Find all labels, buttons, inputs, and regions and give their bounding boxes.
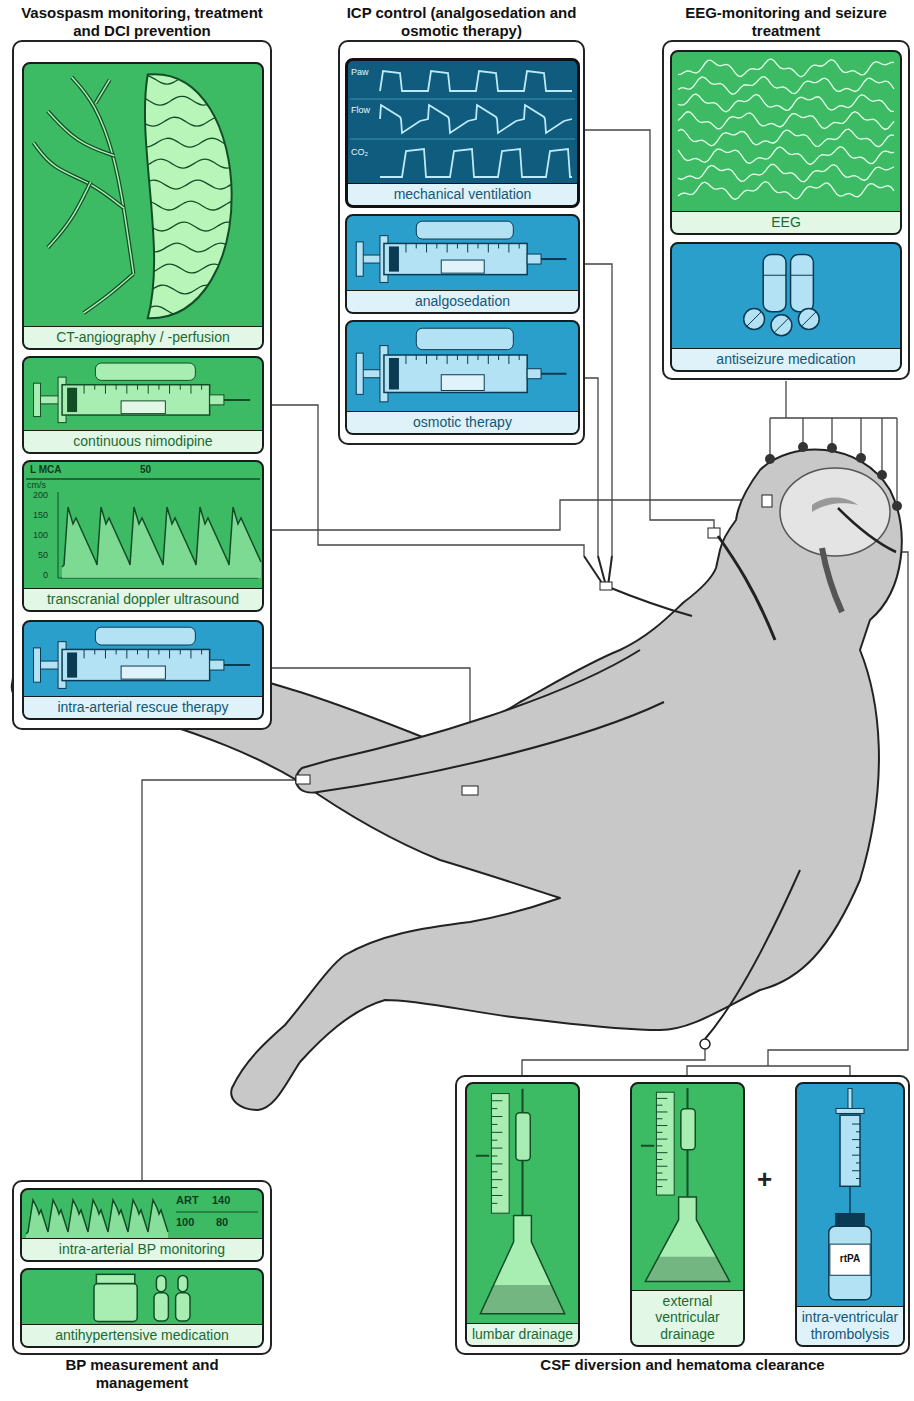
screen-label: 100 bbox=[176, 1216, 194, 1228]
screen-label: 50 bbox=[140, 464, 151, 475]
box-caption: transcranial doppler ultrasound bbox=[24, 588, 262, 610]
screen-label: L MCA bbox=[30, 464, 61, 475]
box-caption: antiseizure medication bbox=[672, 348, 900, 370]
box-caption: mechanical ventilation bbox=[348, 183, 577, 205]
therapy-box: transcranial doppler ultrasound bbox=[22, 460, 264, 612]
screen-label: cm/s bbox=[27, 481, 46, 491]
box-illustration bbox=[347, 322, 578, 411]
therapy-box: lumbar drainage bbox=[465, 1082, 580, 1347]
box-illustration bbox=[22, 1270, 262, 1324]
therapy-box: antiseizure medication bbox=[670, 242, 902, 372]
catheter-hub bbox=[600, 582, 612, 590]
therapy-box: intra-ventricular thrombolysis bbox=[795, 1082, 905, 1347]
central-line bbox=[584, 556, 692, 616]
therapy-box: continuous nimodipine bbox=[22, 356, 264, 454]
screen-label: 200 bbox=[22, 491, 48, 501]
therapy-box: external ventricular drainage bbox=[630, 1082, 745, 1347]
box-illustration bbox=[24, 622, 262, 696]
lumbar-port bbox=[700, 1039, 710, 1049]
therapy-box: CT-angiography / -perfusion bbox=[22, 62, 264, 350]
panel-heading: ICP control (analgosedation and osmotic … bbox=[340, 4, 583, 40]
box-illustration bbox=[467, 1084, 578, 1323]
ventricular-catheter bbox=[838, 508, 896, 552]
screen-label: Paw bbox=[351, 68, 369, 78]
group-panel: mechanical ventilation analgosedation osmo… bbox=[338, 40, 585, 445]
box-illustration bbox=[24, 358, 262, 430]
box-caption: continuous nimodipine bbox=[24, 430, 262, 452]
doppler-probe bbox=[762, 495, 772, 507]
box-caption: antihypertensive medication bbox=[22, 1324, 262, 1346]
group-panel: EEGantiseizure medicationEEG-monitoring … bbox=[662, 40, 910, 380]
box-caption: CT-angiography / -perfusion bbox=[24, 326, 262, 348]
patient-body bbox=[12, 450, 902, 1110]
box-illustration bbox=[797, 1084, 903, 1306]
screen-label: CO₂ bbox=[351, 148, 368, 158]
therapy-box: intra-arterial rescue therapy bbox=[22, 620, 264, 720]
box-caption: EEG bbox=[672, 211, 900, 233]
therapy-box: mechanical ventilation bbox=[345, 58, 580, 208]
therapy-box: osmotic therapy bbox=[345, 320, 580, 435]
eeg-electrodes bbox=[765, 442, 902, 511]
screen-label: 50 bbox=[22, 551, 48, 561]
box-caption: external ventricular drainage bbox=[632, 1290, 743, 1345]
box-illustration bbox=[348, 61, 577, 183]
screen-label: Flow bbox=[351, 106, 370, 116]
screen-label: rtPA bbox=[830, 1253, 870, 1264]
brain bbox=[780, 468, 890, 556]
lumbar-catheter bbox=[705, 870, 800, 1039]
screen-label: ART bbox=[176, 1194, 199, 1206]
brainstem bbox=[822, 548, 842, 612]
femoral-sheath bbox=[462, 786, 478, 795]
therapy-box: EEG bbox=[670, 50, 902, 235]
screen-label: 100 bbox=[22, 531, 48, 541]
screen-label: 0 bbox=[22, 571, 48, 581]
box-illustration bbox=[632, 1084, 743, 1290]
therapy-box: analgosedation bbox=[345, 214, 580, 314]
endotracheal-tube bbox=[718, 536, 775, 640]
group-panel: intra-arterial BP monitoring antihyperten… bbox=[12, 1180, 272, 1355]
box-illustration bbox=[672, 52, 900, 211]
panel-heading: Vasospasm monitoring, treatment and DCI … bbox=[14, 4, 270, 40]
box-caption: osmotic therapy bbox=[347, 411, 578, 433]
box-illustration bbox=[347, 216, 578, 290]
box-caption: intra-arterial BP monitoring bbox=[22, 1238, 262, 1260]
box-caption: intra-arterial rescue therapy bbox=[24, 696, 262, 718]
group-panel: lumbar drainage external ventricular drai… bbox=[455, 1075, 910, 1355]
box-caption: intra-ventricular thrombolysis bbox=[797, 1306, 903, 1345]
box-caption: lumbar drainage bbox=[467, 1323, 578, 1345]
screen-label: 150 bbox=[22, 511, 48, 521]
screen-label: 80 bbox=[216, 1216, 228, 1228]
group-panel: CT-angiography / -perfusion continuous ni… bbox=[12, 40, 272, 730]
box-illustration bbox=[24, 462, 262, 588]
panel-heading: CSF diversion and hematoma clearance bbox=[457, 1356, 908, 1374]
arm bbox=[296, 650, 664, 793]
screen-label: + bbox=[757, 1165, 772, 1194]
box-illustration bbox=[24, 64, 262, 326]
arterial-line bbox=[296, 775, 310, 784]
ventricle bbox=[812, 498, 858, 513]
screen-label: 140 bbox=[212, 1194, 230, 1206]
box-illustration bbox=[672, 244, 900, 348]
therapy-box: antihypertensive medication bbox=[20, 1268, 264, 1348]
panel-heading: EEG-monitoring and seizure treatment bbox=[664, 4, 908, 40]
panel-heading: BP measurement and management bbox=[14, 1356, 270, 1392]
box-caption: analgosedation bbox=[347, 290, 578, 312]
